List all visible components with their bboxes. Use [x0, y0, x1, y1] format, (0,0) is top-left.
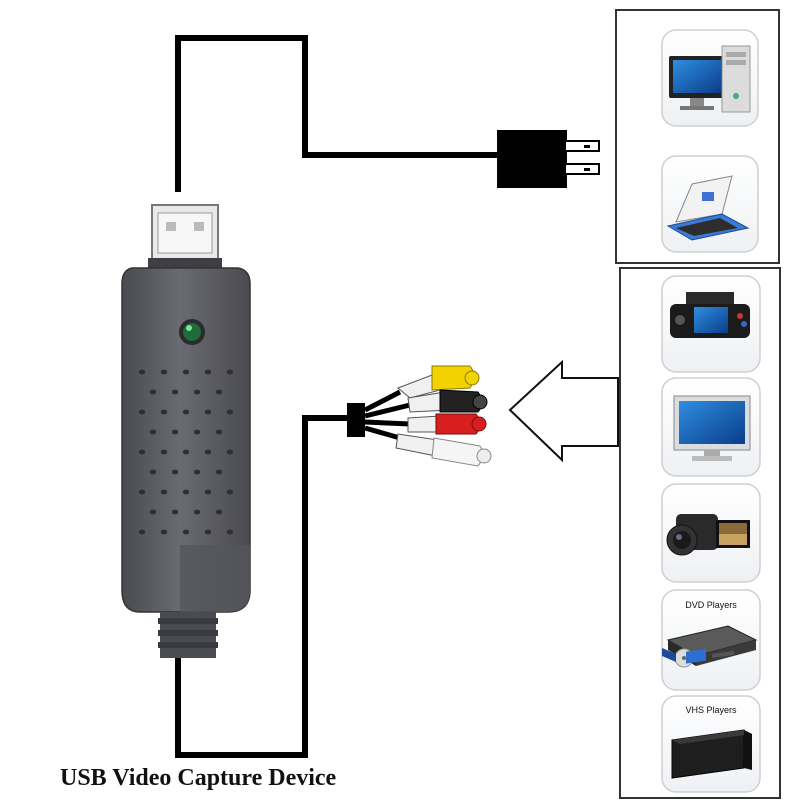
input-arrow: [508, 359, 619, 463]
vent-hole: [160, 369, 168, 375]
vent-hole: [160, 489, 168, 495]
vent-hole: [149, 429, 157, 435]
vent-hole: [138, 409, 146, 415]
vent-hole: [171, 429, 179, 435]
usb-cable: [175, 35, 505, 192]
vent-hole: [193, 389, 201, 395]
rca-plug-black: [407, 389, 488, 413]
vent-hole: [226, 409, 234, 415]
vent-hole: [160, 449, 168, 455]
vent-hole: [193, 429, 201, 435]
vent-hole: [193, 509, 201, 515]
vent-hole: [204, 489, 212, 495]
vent-hole: [138, 489, 146, 495]
input-device-card-tv: [661, 377, 761, 477]
rca-plug-red: [407, 413, 487, 435]
ventilation-holes: [138, 369, 234, 535]
desktop-computer-icon: [669, 45, 751, 113]
vent-hole: [215, 509, 223, 515]
vent-hole: [182, 449, 190, 455]
vent-hole: [149, 469, 157, 475]
power-plug: [497, 130, 600, 188]
vent-hole: [171, 389, 179, 395]
av-cable: [175, 415, 352, 758]
vent-hole: [138, 529, 146, 535]
vent-hole: [215, 469, 223, 475]
vhs-players-label: VHS Players: [685, 705, 737, 715]
input-device-card-game-console: [661, 275, 761, 373]
vent-hole: [160, 409, 168, 415]
vent-hole: [149, 509, 157, 515]
vent-hole: [182, 409, 190, 415]
rca-connectors: [347, 365, 492, 467]
output-device-card-laptop: [661, 155, 759, 253]
vent-hole: [171, 509, 179, 515]
rca-plug-yellow: [397, 365, 480, 399]
camcorder-icon: [666, 514, 750, 556]
status-led: [179, 319, 205, 345]
vent-hole: [138, 449, 146, 455]
vent-hole: [226, 529, 234, 535]
vent-hole: [215, 389, 223, 395]
vent-hole: [193, 469, 201, 475]
vent-hole: [160, 529, 168, 535]
usb-connector: [148, 204, 222, 270]
vent-hole: [215, 429, 223, 435]
vent-hole: [171, 469, 179, 475]
dvd-players-label: DVD Players: [685, 600, 737, 610]
laptop-icon: [666, 175, 750, 241]
vent-hole: [204, 449, 212, 455]
rca-plug-white: [395, 433, 492, 467]
usb-video-capture-device: [121, 204, 251, 658]
vent-hole: [149, 389, 157, 395]
tv-monitor-icon: [673, 395, 751, 461]
device-caption: USB Video Capture Device: [60, 765, 337, 791]
vent-hole: [182, 369, 190, 375]
vent-hole: [138, 369, 146, 375]
vent-hole: [204, 369, 212, 375]
vent-hole: [226, 449, 234, 455]
input-device-card-camcorder: [661, 483, 761, 583]
vent-hole: [182, 489, 190, 495]
input-device-card-vhs: VHS Players: [661, 648, 761, 793]
vent-hole: [226, 489, 234, 495]
output-device-card-desktop: [661, 29, 759, 127]
strain-relief: [158, 612, 218, 658]
input-device-card-dvd: DVD Players: [661, 589, 761, 691]
vent-hole: [226, 369, 234, 375]
vent-hole: [204, 409, 212, 415]
vent-hole: [204, 529, 212, 535]
vhs-player-icon: [671, 648, 752, 779]
handheld-game-console-icon: [670, 292, 750, 338]
vent-hole: [182, 529, 190, 535]
